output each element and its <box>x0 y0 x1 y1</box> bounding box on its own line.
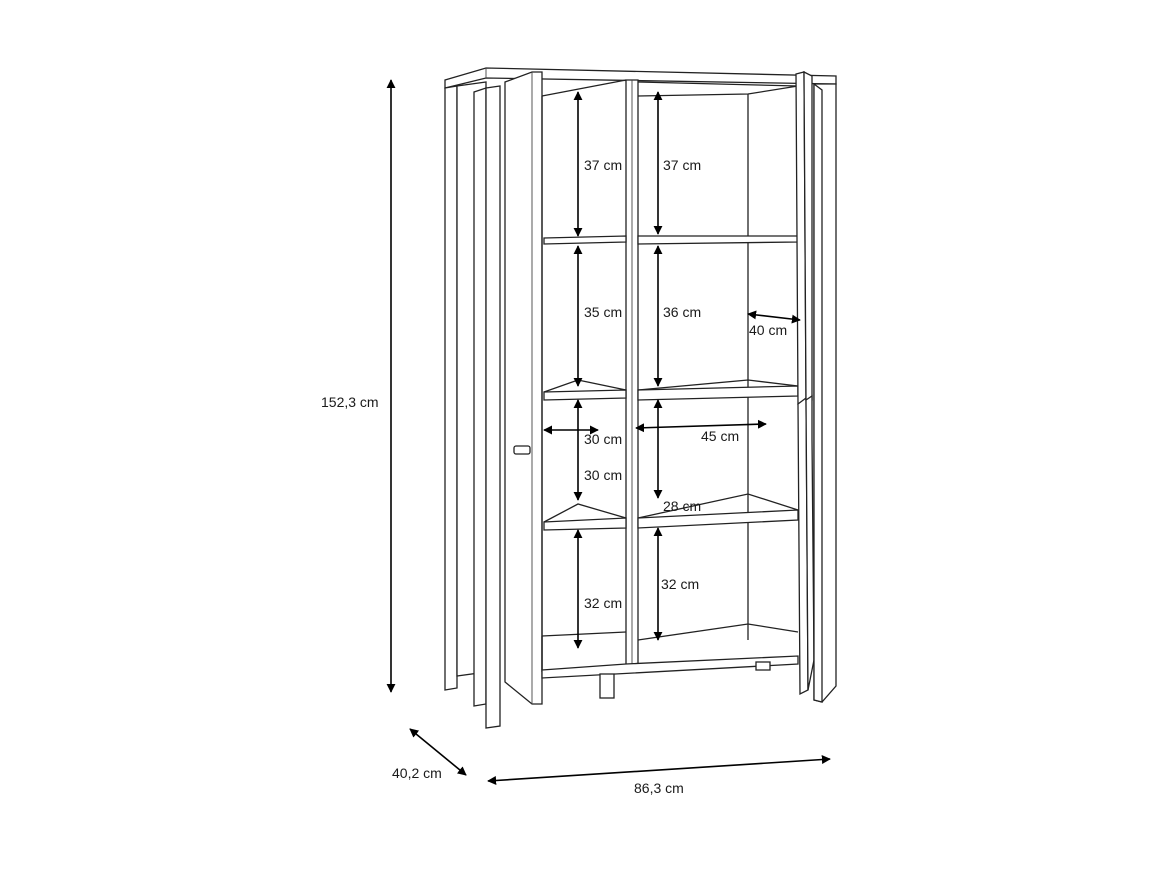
right-second-label: 36 cm <box>663 304 701 320</box>
bottom-panel <box>541 655 799 679</box>
depth-label: 40,2 cm <box>392 765 442 781</box>
left-bottom-label: 32 cm <box>584 595 622 611</box>
right-bottom-label: 32 cm <box>661 576 699 592</box>
cabinet-body <box>444 67 837 729</box>
left-third-width-label: 30 cm <box>584 431 622 447</box>
left-shelf-1 <box>543 235 627 245</box>
depth-dimension-line <box>409 728 467 776</box>
right-third-width-label: 45 cm <box>701 428 739 444</box>
right-shelf-3 <box>637 509 799 529</box>
left-shelf-2 <box>543 389 627 401</box>
right-third-height-label: 28 cm <box>663 498 701 514</box>
left-side-panel <box>444 85 458 691</box>
front-foot <box>599 673 615 699</box>
left-door <box>504 71 543 705</box>
dimension-labels: 152,3 cm 40,2 cm 86,3 cm 37 cm 37 cm 35 … <box>321 157 787 796</box>
front-left-post <box>473 87 487 707</box>
overall-dimensions <box>386 79 831 785</box>
left-second-label: 35 cm <box>584 304 622 320</box>
right-shelf-1 <box>637 235 799 245</box>
compartment-dimensions <box>543 91 801 649</box>
width-label: 86,3 cm <box>634 780 684 796</box>
left-shelf-3 <box>543 517 627 531</box>
shelf-depth-dim-line <box>747 310 801 324</box>
back-foot <box>755 661 771 671</box>
left-top-label: 37 cm <box>584 157 622 173</box>
left-third-height-label: 30 cm <box>584 467 622 483</box>
shelf-depth-label: 40 cm <box>749 322 787 338</box>
door-handle <box>513 445 531 455</box>
height-label: 152,3 cm <box>321 394 379 410</box>
width-dimension-line <box>487 755 831 785</box>
right-top-label: 37 cm <box>663 157 701 173</box>
